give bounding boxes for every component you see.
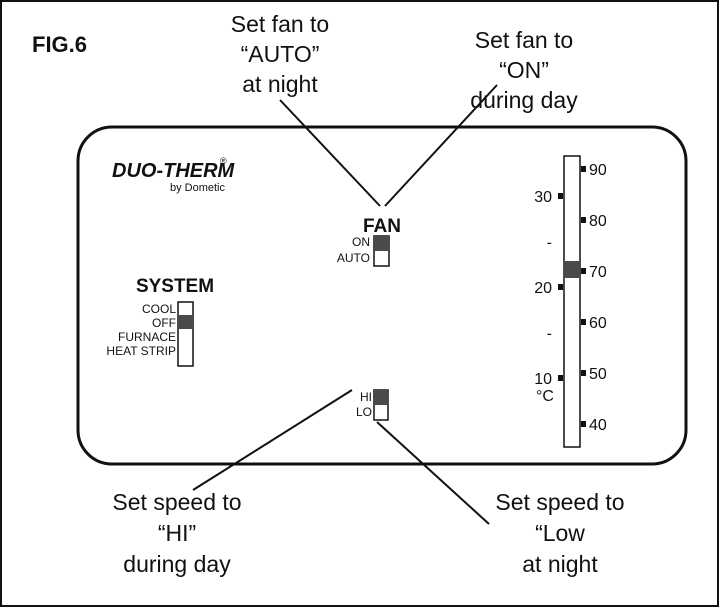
thermometer-setpoint-marker bbox=[564, 261, 580, 278]
speed-switch-knob bbox=[374, 390, 388, 405]
callout-line: during day bbox=[470, 87, 578, 113]
callout-line: during day bbox=[123, 551, 231, 577]
celsius-tick bbox=[558, 193, 563, 199]
fahrenheit-tick-label: 40 bbox=[589, 417, 607, 434]
system-option-furnace: FURNACE bbox=[118, 330, 176, 344]
fahrenheit-tick bbox=[581, 319, 586, 325]
thermometer[interactable]: 90 80 70 60 50 40 30 - 20 - 10 °C bbox=[534, 155, 607, 448]
fahrenheit-tick-label: 90 bbox=[589, 162, 607, 179]
brand-logo: DUO-THERM ® by Dometic bbox=[112, 156, 236, 194]
callout-line: Set speed to bbox=[495, 489, 624, 515]
celsius-tick-label: - bbox=[547, 235, 552, 252]
system-switch-track bbox=[177, 301, 194, 367]
fahrenheit-tick-label: 50 bbox=[589, 366, 607, 383]
fan-option-auto: AUTO bbox=[337, 251, 370, 265]
celsius-tick-label: 30 bbox=[534, 189, 552, 206]
brand-sub-text: by Dometic bbox=[170, 182, 226, 194]
figure-label: FIG.6 bbox=[32, 32, 87, 57]
callout-line: “Low bbox=[535, 520, 585, 546]
speed-option-lo: LO bbox=[356, 405, 372, 419]
system-switch-knob bbox=[178, 315, 193, 329]
system-switch[interactable]: SYSTEM COOL OFF FURNACE HEAT STRIP bbox=[106, 276, 214, 367]
system-switch-title: SYSTEM bbox=[136, 276, 214, 297]
speed-switch[interactable]: HI LO bbox=[356, 389, 389, 421]
speed-option-hi: HI bbox=[360, 390, 372, 404]
fahrenheit-tick bbox=[581, 421, 586, 427]
fan-switch[interactable]: FAN ON AUTO bbox=[337, 216, 401, 267]
thermostat-body bbox=[76, 125, 688, 466]
celsius-tick bbox=[558, 375, 563, 381]
callout-line: “ON” bbox=[499, 57, 549, 83]
fan-switch-title: FAN bbox=[363, 216, 401, 237]
fahrenheit-tick bbox=[581, 370, 586, 376]
callout-line: “HI” bbox=[158, 520, 196, 546]
brand-logo-text: DUO-THERM bbox=[112, 160, 236, 182]
fahrenheit-tick bbox=[581, 166, 586, 172]
callout-speed-night: Set speed to “Low at night bbox=[495, 489, 624, 577]
registered-mark: ® bbox=[220, 156, 227, 166]
fan-switch-knob bbox=[374, 236, 389, 251]
system-option-heat-strip: HEAT STRIP bbox=[106, 344, 176, 358]
callout-line: Set fan to bbox=[475, 27, 573, 53]
fan-option-on: ON bbox=[352, 235, 370, 249]
leader-line-speed-day bbox=[192, 389, 353, 491]
callout-speed-day: Set speed to “HI” during day bbox=[112, 489, 241, 577]
fahrenheit-tick-label: 60 bbox=[589, 315, 607, 332]
fahrenheit-tick-label: 70 bbox=[589, 264, 607, 281]
fahrenheit-scale: 90 80 70 60 50 40 bbox=[581, 162, 607, 434]
fahrenheit-tick bbox=[581, 268, 586, 274]
callout-line: at night bbox=[522, 551, 598, 577]
leader-line-speed-night bbox=[376, 421, 490, 525]
leader-line-fan-day bbox=[384, 84, 498, 207]
system-option-off: OFF bbox=[152, 316, 176, 330]
fahrenheit-tick bbox=[581, 217, 586, 223]
callout-line: Set speed to bbox=[112, 489, 241, 515]
callout-fan-day: Set fan to “ON” during day bbox=[470, 27, 578, 113]
celsius-tick-label: 10 bbox=[534, 371, 552, 388]
celsius-scale: 30 - 20 - 10 bbox=[534, 189, 563, 388]
callout-line: Set fan to bbox=[231, 11, 329, 37]
thermometer-tube bbox=[563, 155, 581, 448]
celsius-tick-label: 20 bbox=[534, 280, 552, 297]
callout-line: “AUTO” bbox=[241, 41, 320, 67]
callout-fan-night: Set fan to “AUTO” at night bbox=[231, 11, 329, 97]
leader-line-fan-night bbox=[279, 99, 381, 207]
system-option-cool: COOL bbox=[142, 302, 176, 316]
celsius-tick-label: - bbox=[547, 326, 552, 343]
callout-line: at night bbox=[242, 71, 318, 97]
celsius-unit: °C bbox=[536, 388, 554, 405]
celsius-tick bbox=[558, 284, 563, 290]
fahrenheit-tick-label: 80 bbox=[589, 213, 607, 230]
